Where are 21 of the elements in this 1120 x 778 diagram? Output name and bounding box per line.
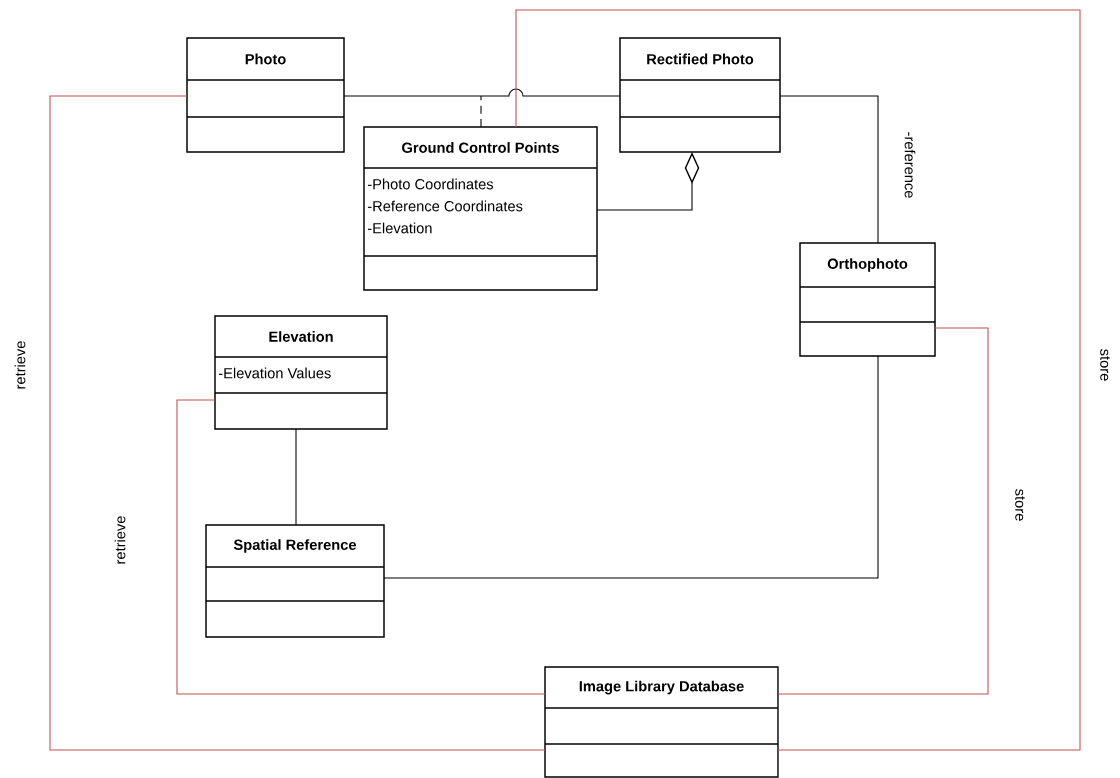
- connector: [295, 428, 297, 526]
- class-box: Photo: [186, 37, 345, 153]
- class-box: Ground Control Points -Photo Coordinates -Reference Coordinates -Elevation: [363, 126, 598, 291]
- connector: [779, 95, 879, 244]
- connector: [515, 9, 1081, 751]
- edge-label: store: [1098, 347, 1112, 383]
- connector: [480, 95, 482, 128]
- connector: [343, 88, 621, 97]
- edge-label: store: [1013, 487, 1027, 523]
- class-box: Spatial Reference: [205, 524, 385, 638]
- class-box: Rectified Photo: [619, 37, 781, 153]
- class-box: Image Library Database: [544, 666, 779, 778]
- class-box: Elevation -Elevation Values: [214, 315, 388, 430]
- edge-label: retrieve: [13, 339, 27, 391]
- edge-label: retrieve: [113, 514, 127, 566]
- connector: [777, 327, 989, 695]
- class-box: Orthophoto: [799, 242, 936, 357]
- edge-label: -reference: [903, 130, 917, 200]
- connector: [176, 399, 546, 695]
- connector: [383, 355, 879, 579]
- connector: [49, 95, 546, 751]
